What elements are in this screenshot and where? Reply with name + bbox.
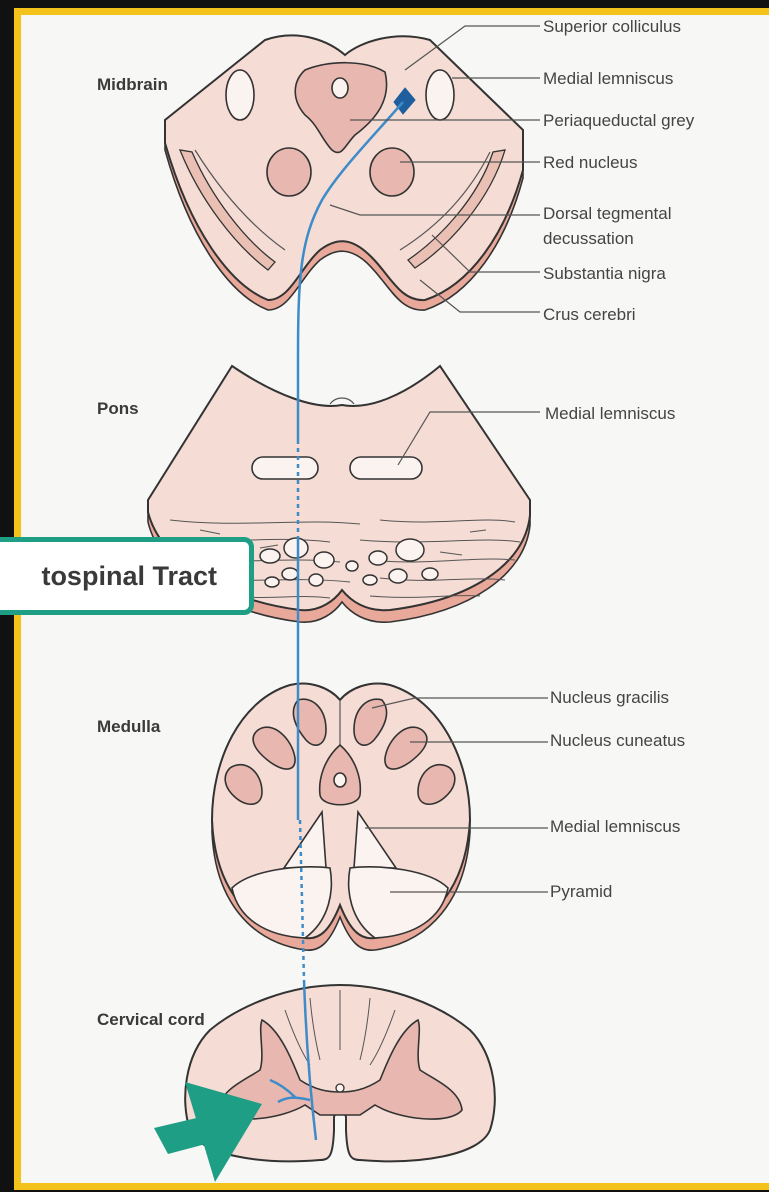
red-nucleus-right: [370, 148, 414, 196]
medial-lemniscus-left: [226, 70, 254, 120]
label-nucleus-gracilis: Nucleus gracilis: [550, 688, 669, 707]
section-label-pons: Pons: [97, 399, 139, 418]
label-nucleus-cuneatus: Nucleus cuneatus: [550, 731, 685, 750]
medulla-section: [212, 683, 470, 950]
label-decussation: decussation: [543, 229, 634, 248]
aqueduct: [332, 78, 348, 98]
label-dorsal-tegmental: Dorsal tegmental: [543, 204, 672, 223]
label-substantia-nigra: Substantia nigra: [543, 264, 666, 283]
red-nucleus-left: [267, 148, 311, 196]
label-red-nucleus: Red nucleus: [543, 153, 638, 172]
central-canal-medulla: [334, 773, 346, 787]
medial-lemniscus-right: [426, 70, 454, 120]
medial-lemniscus-pons-right: [350, 457, 422, 479]
label-superior-colliculus: Superior colliculus: [543, 17, 681, 36]
label-pyramid: Pyramid: [550, 882, 612, 901]
label-medial-lemniscus-midbrain: Medial lemniscus: [543, 69, 673, 88]
label-crus-cerebri: Crus cerebri: [543, 305, 636, 324]
section-label-medulla: Medulla: [97, 717, 161, 736]
pyramid-left: [232, 867, 331, 938]
callout-title: tospinal Tract: [41, 561, 217, 592]
medial-lemniscus-pons-left: [252, 457, 318, 479]
section-label-midbrain: Midbrain: [97, 75, 168, 94]
section-label-cervical: Cervical cord: [97, 1010, 205, 1029]
label-medial-lemniscus-pons: Medial lemniscus: [545, 404, 675, 423]
pons-dorsal-notch: [330, 398, 354, 404]
central-canal-cord: [336, 1084, 344, 1092]
midbrain-section: [165, 35, 523, 310]
pyramid-right: [349, 867, 448, 938]
label-medial-lemniscus-medulla: Medial lemniscus: [550, 817, 680, 836]
tract-callout-box: tospinal Tract: [0, 537, 254, 615]
label-periaqueductal-grey: Periaqueductal grey: [543, 111, 695, 130]
